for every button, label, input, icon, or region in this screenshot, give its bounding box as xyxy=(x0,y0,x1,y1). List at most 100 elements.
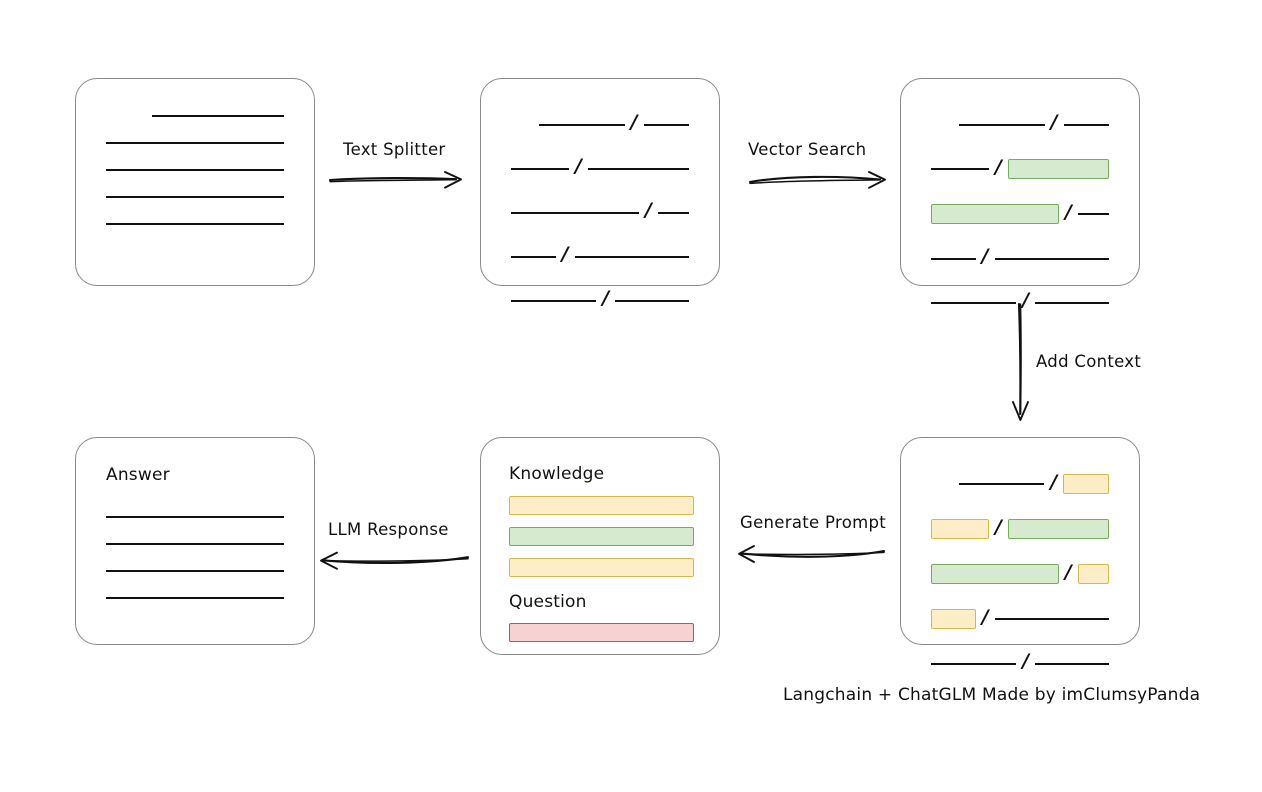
answer-heading: Answer xyxy=(106,465,170,485)
edge-text-splitter-label: Text Splitter xyxy=(343,140,446,159)
highlight-chip-yellow xyxy=(931,609,976,629)
context-added-document-rows: / / / / / xyxy=(901,472,1139,673)
highlight-chip-yellow xyxy=(1063,474,1109,494)
context-added-document-card: / / / / / xyxy=(900,437,1140,671)
highlight-chip-green xyxy=(1008,519,1109,539)
question-bar-red xyxy=(509,623,694,642)
chunk-separator: / xyxy=(1022,289,1030,311)
document-line-row: / xyxy=(931,515,1109,539)
prompt-card: Knowledge Question xyxy=(480,437,720,655)
highlight-chip-green xyxy=(931,204,1059,224)
source-document-card xyxy=(75,78,315,286)
chunk-separator: / xyxy=(1022,650,1030,672)
arrow-left-icon xyxy=(738,545,886,563)
arrow-right-icon xyxy=(328,171,462,189)
text-line-segment xyxy=(994,257,1109,260)
arrow-right-icon xyxy=(748,171,886,189)
highlight-chip-yellow xyxy=(1077,564,1109,584)
text-line-segment xyxy=(106,223,284,225)
chunk-separator: / xyxy=(994,155,1002,178)
text-line-segment xyxy=(151,115,284,117)
text-line-segment xyxy=(106,516,284,518)
vector-matched-document-card: / / / / / xyxy=(900,78,1140,310)
edge-vector-search: Vector Search xyxy=(748,140,888,195)
answer-card: Answer xyxy=(75,437,315,645)
text-line-segment xyxy=(538,123,625,126)
document-line-row xyxy=(106,223,284,225)
document-line-row: / xyxy=(931,245,1109,268)
document-line-row xyxy=(106,543,284,545)
document-line-row xyxy=(106,169,284,171)
text-line-segment xyxy=(931,168,989,170)
document-line-row: / xyxy=(931,111,1109,134)
text-line-segment xyxy=(1035,301,1109,304)
text-line-segment xyxy=(574,255,689,258)
knowledge-bars xyxy=(509,496,694,577)
chunk-separator: / xyxy=(575,155,582,177)
chunk-separator: / xyxy=(995,515,1002,538)
chunk-separator: / xyxy=(644,199,652,221)
text-line-segment xyxy=(958,123,1045,126)
document-line-row: / xyxy=(931,472,1109,494)
vector-matched-document-rows: / / / / / xyxy=(901,111,1139,312)
text-line-segment xyxy=(106,196,284,198)
edge-generate-prompt: Generate Prompt xyxy=(738,513,886,568)
text-line-segment xyxy=(657,211,689,214)
document-line-row xyxy=(106,115,284,117)
document-line-row: / xyxy=(511,199,689,222)
document-line-row xyxy=(106,196,284,198)
chunk-separator: / xyxy=(630,111,638,133)
text-line-segment xyxy=(106,169,284,171)
document-line-row: / xyxy=(931,289,1109,312)
text-line-segment xyxy=(643,123,689,126)
knowledge-label: Knowledge xyxy=(509,464,605,484)
knowledge-bar-yellow xyxy=(509,558,694,577)
chunk-separator: / xyxy=(1050,111,1058,133)
text-line-segment xyxy=(511,211,639,214)
edge-add-context-label: Add Context xyxy=(1036,352,1142,371)
text-line-segment xyxy=(1077,213,1109,215)
document-line-row: / xyxy=(931,560,1109,584)
text-line-segment xyxy=(511,299,597,302)
text-line-segment xyxy=(587,167,689,170)
document-line-row: / xyxy=(511,155,689,178)
edge-generate-prompt-label: Generate Prompt xyxy=(740,513,886,532)
chunk-separator: / xyxy=(602,287,610,309)
split-document-card: / / / / / xyxy=(480,78,720,308)
document-line-row: / xyxy=(931,202,1109,224)
document-line-row: / xyxy=(931,607,1109,629)
question-label: Question xyxy=(509,592,587,612)
knowledge-bar-yellow xyxy=(509,496,694,515)
text-line-segment xyxy=(106,597,284,599)
text-line-segment xyxy=(931,301,1017,304)
document-line-row: / xyxy=(511,243,689,266)
edge-text-splitter: Text Splitter xyxy=(328,140,468,195)
text-line-segment xyxy=(106,142,284,144)
source-document-rows xyxy=(76,115,314,225)
highlight-chip-green xyxy=(931,564,1059,584)
knowledge-bar-green xyxy=(509,527,694,546)
document-line-row xyxy=(106,597,284,599)
text-line-segment xyxy=(931,257,976,260)
edge-llm-response-label: LLM Response xyxy=(328,520,449,539)
chunk-separator: / xyxy=(1064,560,1072,583)
text-line-segment xyxy=(1063,123,1109,126)
document-line-row xyxy=(106,570,284,572)
document-line-row: / xyxy=(511,287,689,310)
text-line-segment xyxy=(615,299,689,302)
document-line-row: / xyxy=(511,111,689,134)
edge-llm-response: LLM Response xyxy=(320,520,470,575)
text-line-segment xyxy=(511,255,556,258)
text-line-segment xyxy=(106,570,284,572)
document-line-row: / xyxy=(931,650,1109,673)
chunk-separator: / xyxy=(561,243,569,265)
highlight-chip-yellow xyxy=(931,519,990,539)
text-line-segment xyxy=(958,483,1045,485)
answer-rows xyxy=(76,516,314,599)
question-bars xyxy=(509,623,694,642)
credit-text: Langchain + ChatGLM Made by imClumsyPand… xyxy=(783,685,1201,705)
document-line-row: / xyxy=(931,155,1109,179)
chunk-separator: / xyxy=(981,245,989,267)
text-line-segment xyxy=(106,543,284,545)
document-line-row xyxy=(106,142,284,144)
